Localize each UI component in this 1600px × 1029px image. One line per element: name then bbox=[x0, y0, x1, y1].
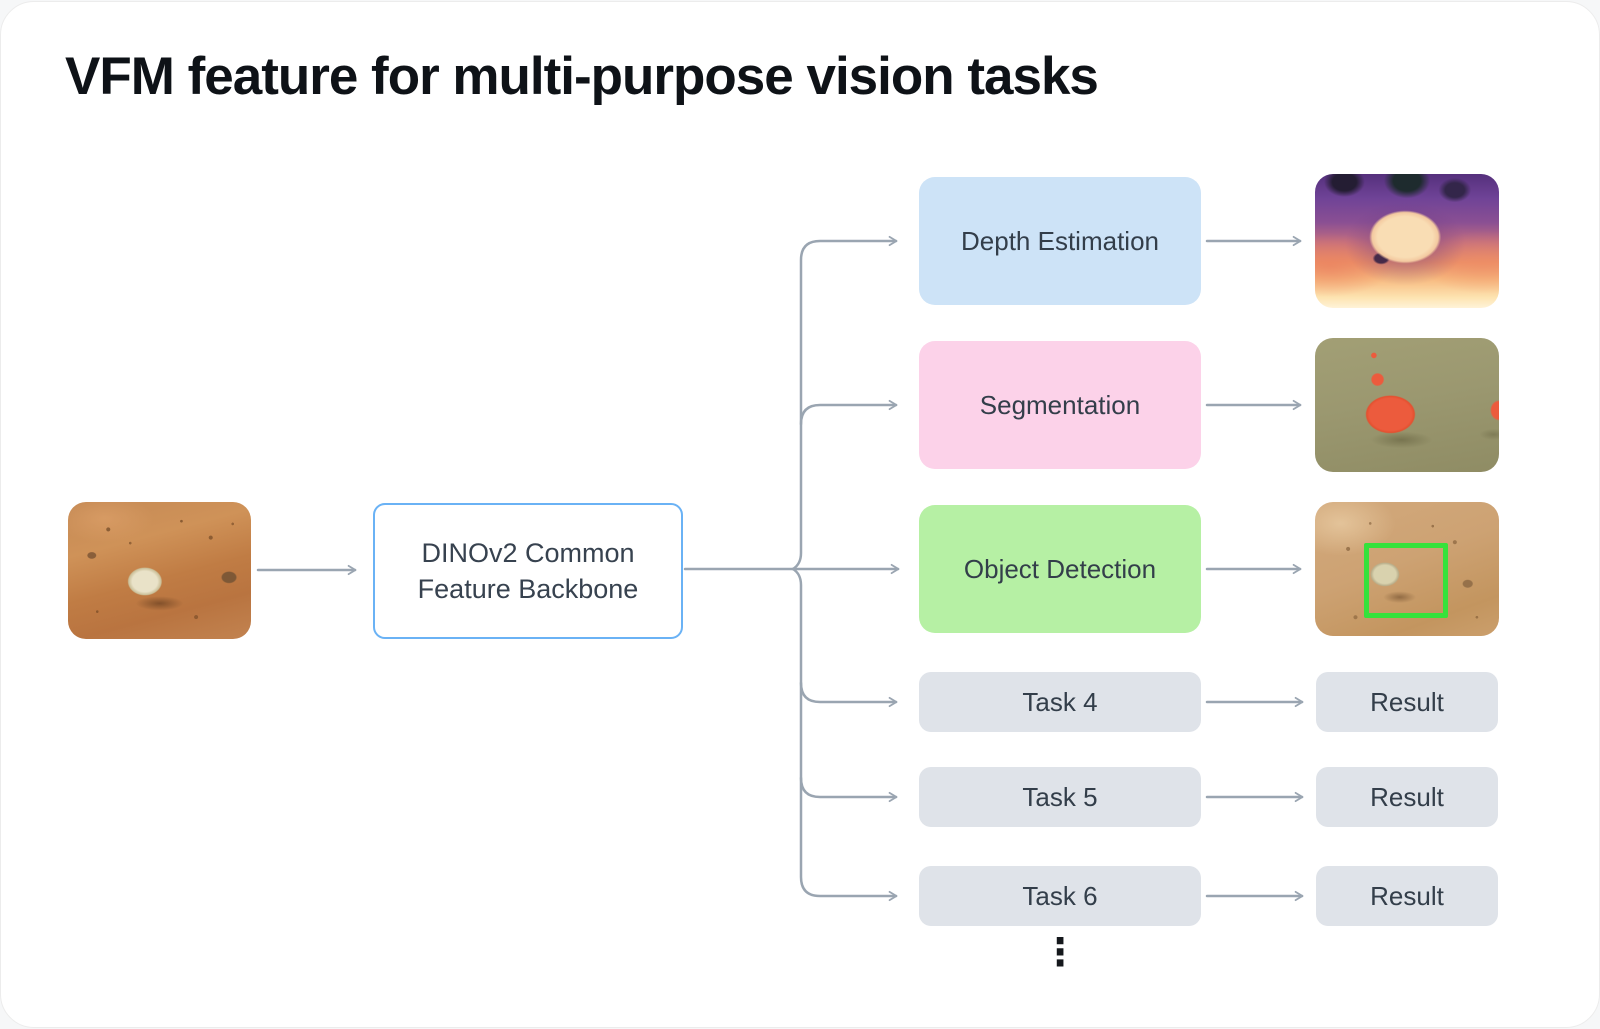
result-box-task6: Result bbox=[1316, 866, 1498, 926]
arrow-branch-segmentation bbox=[799, 399, 898, 426]
task-box-task4: Task 4 bbox=[919, 672, 1201, 732]
result-image-object-detection bbox=[1315, 502, 1499, 636]
task-label: Object Detection bbox=[963, 553, 1157, 584]
more-tasks-ellipsis-icon: ⋮ bbox=[1041, 930, 1079, 974]
arrow-branch-task5 bbox=[799, 776, 898, 803]
task-label: Segmentation bbox=[979, 389, 1141, 420]
result-label: Result bbox=[1370, 781, 1444, 812]
page-title: VFM feature for multi-purpose vision tas… bbox=[65, 47, 1099, 106]
task-box-object-detection: Object Detection bbox=[919, 505, 1201, 633]
result-box-task5: Result bbox=[1316, 767, 1498, 827]
task-box-task5: Task 5 bbox=[919, 767, 1201, 827]
result-image-segmentation bbox=[1315, 338, 1499, 472]
task-label: Task 4 bbox=[1022, 686, 1098, 717]
backbone-label-line2: Feature Backbone bbox=[417, 574, 639, 604]
result-image-depth-map bbox=[1315, 174, 1499, 308]
arrow-branch-task6 bbox=[791, 567, 898, 902]
backbone-box: DINOv2 Common Feature Backbone bbox=[373, 503, 683, 639]
result-label: Result bbox=[1370, 880, 1444, 911]
task-box-segmentation: Segmentation bbox=[919, 341, 1201, 469]
backbone-label-line1: DINOv2 Common bbox=[421, 538, 635, 568]
result-label: Result bbox=[1370, 686, 1444, 717]
task-label: Task 6 bbox=[1022, 880, 1098, 911]
task-box-task6: Task 6 bbox=[919, 866, 1201, 926]
input-mars-image bbox=[68, 502, 251, 639]
task-label: Task 5 bbox=[1022, 781, 1098, 812]
task-label: Depth Estimation bbox=[961, 225, 1159, 256]
task-box-depth-estimation: Depth Estimation bbox=[919, 177, 1201, 305]
detection-bounding-box bbox=[1364, 543, 1448, 618]
result-box-task4: Result bbox=[1316, 672, 1498, 732]
arrow-branch-task4 bbox=[799, 681, 898, 708]
arrow-branch-depth bbox=[791, 235, 898, 571]
